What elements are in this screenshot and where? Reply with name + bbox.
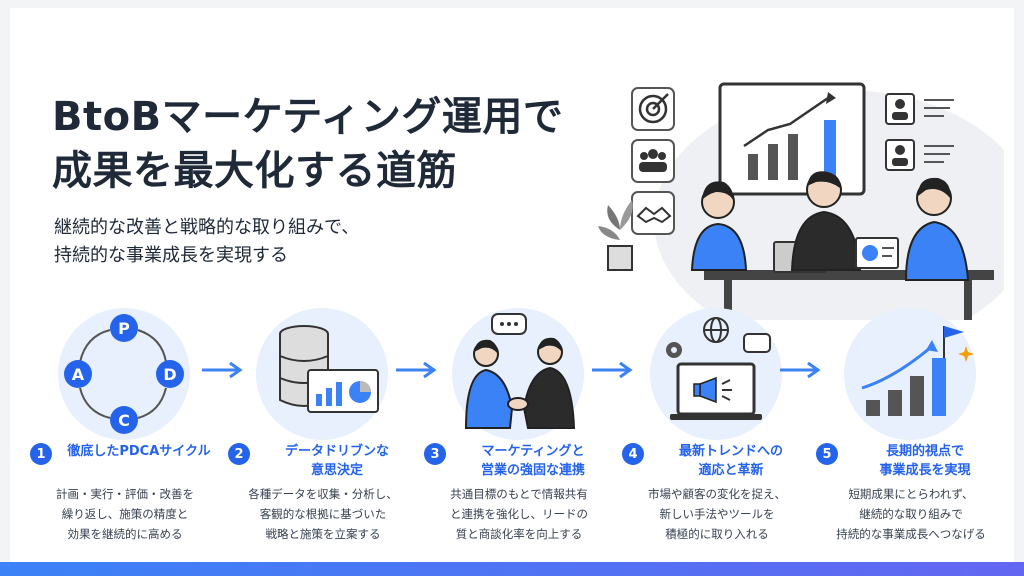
- chat-bubble-icon: [491, 313, 527, 335]
- pdca-circle-p: [110, 314, 138, 342]
- step-1-illustration: P D C A: [58, 308, 190, 440]
- step-title: データドリブンな 意思決定: [256, 442, 418, 480]
- step-1-header: 1 徹底したPDCAサイクル: [30, 442, 220, 465]
- desc-line: 積極的に取り入れる: [665, 527, 769, 541]
- desc-line: 戦略と施策を立案する: [265, 527, 381, 541]
- growth-bar-chart-icon: [861, 340, 946, 416]
- steps-row: P D C A 1 徹底したPDCAサイクル 計画・実行・評価・改善を 繰り返し…: [10, 8, 1014, 564]
- step-3-header: 3 マーケティングと 営業の強固な連携: [424, 442, 614, 480]
- desc-line: と連携を強化し、リードの: [450, 507, 588, 521]
- bottom-accent-bar: [0, 562, 1024, 576]
- person-man-center: [790, 171, 862, 271]
- page-title: BtoBマーケティング運用で 成果を最大化する道筋: [52, 90, 563, 198]
- arrow-right-icon: [396, 361, 437, 379]
- page-subtitle: 継続的な改善と戦略的な取り組みで、 持続的な事業成長を実現する: [54, 214, 359, 270]
- title-line-2: 成果を最大化する道筋: [52, 148, 457, 194]
- pdca-letter-d: D: [163, 365, 176, 384]
- sparkle-icon: [958, 346, 974, 362]
- step-title-line: マーケティングと: [481, 444, 585, 459]
- step-4-illustration: [650, 308, 782, 440]
- step-5-illustration: [844, 308, 976, 440]
- laptop-pie-icon: [855, 237, 899, 269]
- step-title-line: 適応と革新: [698, 463, 764, 478]
- desc-line: 短期成果にとらわれず、: [848, 487, 974, 501]
- chat-bubble-icon: [743, 333, 771, 353]
- pdca-letter-a: A: [72, 365, 85, 384]
- whiteboard-chart: [718, 82, 866, 196]
- globe-icon: [703, 317, 729, 343]
- step-3-illustration: [452, 308, 584, 440]
- desc-line: 共通目標のもとで情報共有: [450, 487, 588, 501]
- person-man: [522, 337, 576, 429]
- person-man-right: [904, 177, 970, 281]
- desc-line: 質と商談化率を向上する: [455, 527, 583, 541]
- step-number: 3: [424, 443, 446, 465]
- step-title-line: 事業成長を実現: [879, 463, 971, 478]
- step-title: 長期的視点で 事業成長を実現: [844, 442, 1006, 480]
- infographic-page: BtoBマーケティング運用で 成果を最大化する道筋 継続的な改善と戦略的な取り組…: [10, 8, 1014, 564]
- step-2-illustration: [256, 308, 388, 440]
- pdca-letter-p: P: [118, 319, 130, 338]
- person-woman: [464, 339, 514, 429]
- step-title: 徹底したPDCAサイクル: [58, 442, 220, 461]
- arrow-right-icon: [592, 361, 633, 379]
- step-title-line: 徹底したPDCAサイクル: [67, 444, 211, 459]
- dashboard-chart-icon: [307, 369, 379, 413]
- step-description: 市場や顧客の変化を捉え、 新しい手法やツールを 積極的に取り入れる: [622, 484, 812, 544]
- pdca-letter-c: C: [118, 411, 130, 430]
- title-line-1: BtoBマーケティング運用で: [52, 94, 564, 140]
- step-number: 5: [816, 443, 838, 465]
- desc-line: 市場や顧客の変化を捉え、: [648, 487, 786, 501]
- desc-line: 新しい手法やツールを: [659, 507, 775, 521]
- step-title: 最新トレンドへの 適応と革新: [650, 442, 812, 480]
- desc-line: 客観的な根拠に基づいた: [259, 507, 387, 521]
- desc-line: 効果を継続的に高める: [67, 527, 183, 541]
- step-title-line: 意思決定: [310, 463, 363, 478]
- step-number: 1: [30, 443, 52, 465]
- subtitle-line-2: 持続的な事業成長を実現する: [54, 245, 288, 266]
- flag-icon: [943, 326, 964, 358]
- step-title-line: データドリブンな: [284, 444, 389, 459]
- step-2-header: 2 データドリブンな 意思決定: [228, 442, 418, 480]
- plant-icon: [598, 200, 633, 271]
- pdca-circle-c: [110, 406, 138, 434]
- desc-line: 繰り返し、施策の精度と: [61, 507, 189, 521]
- gear-icon: [666, 342, 682, 358]
- profile-card-icon: [885, 93, 954, 125]
- arrow-right-icon: [202, 361, 243, 379]
- person-woman: [690, 181, 748, 271]
- handshake-icon: [631, 191, 675, 235]
- target-icon: [631, 87, 675, 131]
- step-5-header: 5 長期的視点で 事業成長を実現: [816, 442, 1006, 480]
- step-title-line: 営業の強固な連携: [480, 463, 585, 478]
- step-description: 短期成果にとらわれず、 継続的な取り組みで 持続的な事業成長へつなげる: [816, 484, 1006, 544]
- step-title-line: 最新トレンドへの: [678, 444, 783, 459]
- step-4-header: 4 最新トレンドへの 適応と革新: [622, 442, 812, 480]
- desc-line: 各種データを収集・分析し、: [248, 487, 398, 501]
- arrow-right-icon: [780, 361, 821, 379]
- step-number: 4: [622, 443, 644, 465]
- step-description: 計画・実行・評価・改善を 繰り返し、施策の精度と 効果を継続的に高める: [30, 484, 220, 544]
- step-number: 2: [228, 443, 250, 465]
- step-title: マーケティングと 営業の強固な連携: [452, 442, 614, 480]
- subtitle-line-1: 継続的な改善と戦略的な取り組みで、: [54, 217, 360, 238]
- desc-line: 持続的な事業成長へつなげる: [836, 527, 986, 541]
- handshake-icon: [507, 397, 529, 411]
- step-description: 共通目標のもとで情報共有 と連携を強化し、リードの 質と商談化率を向上する: [424, 484, 614, 544]
- pdca-circle-a: [64, 360, 92, 388]
- desc-line: 計画・実行・評価・改善を: [56, 487, 194, 501]
- step-title-line: 長期的視点で: [885, 444, 964, 459]
- step-description: 各種データを収集・分析し、 客観的な根拠に基づいた 戦略と施策を立案する: [228, 484, 418, 544]
- team-icon: [631, 139, 675, 183]
- laptop-megaphone-icon: [670, 362, 762, 420]
- pdca-circle-d: [156, 360, 184, 388]
- meeting-illustration: [598, 82, 1004, 320]
- profile-card-icon-2: [885, 139, 954, 171]
- desc-line: 継続的な取り組みで: [859, 507, 963, 521]
